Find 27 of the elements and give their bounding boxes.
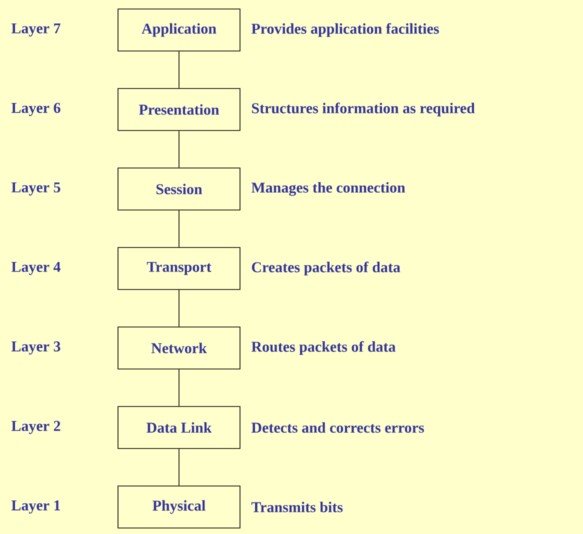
connector-line [178, 448, 180, 486]
layer-label: Layer 1 [11, 500, 60, 514]
description-text: Creates packets of data [252, 262, 400, 276]
layer-label: Layer 4 [11, 262, 60, 276]
layer-box: Data Link [118, 406, 240, 449]
description-text: Manages the connection [251, 182, 406, 196]
layer-box: Transport [118, 247, 240, 290]
layer-box: Physical [118, 486, 240, 528]
description-text: Provides application facilities [251, 23, 439, 37]
layer-label: Layer 2 [11, 420, 60, 434]
layer-box: Presentation [118, 88, 240, 131]
layer-box: Network [118, 326, 240, 370]
connector-line [178, 210, 180, 248]
layer-box: Session [118, 168, 240, 210]
description-text: Transmits bits [251, 502, 343, 512]
description-text: Detects and corrects errors [251, 422, 424, 433]
layer-label: Layer 5 [11, 182, 60, 196]
layer-label: Layer 6 [11, 102, 60, 116]
layer-label: Layer 3 [11, 341, 60, 355]
description-text: Structures information as required [252, 102, 475, 116]
description-text: Routes packets of data [251, 341, 396, 355]
layer-box: Application [118, 8, 240, 52]
connector-line [178, 290, 180, 327]
connector-line [178, 130, 180, 168]
layer-label: Layer 7 [11, 23, 60, 37]
connector-line [178, 51, 180, 88]
connector-line [178, 369, 180, 406]
